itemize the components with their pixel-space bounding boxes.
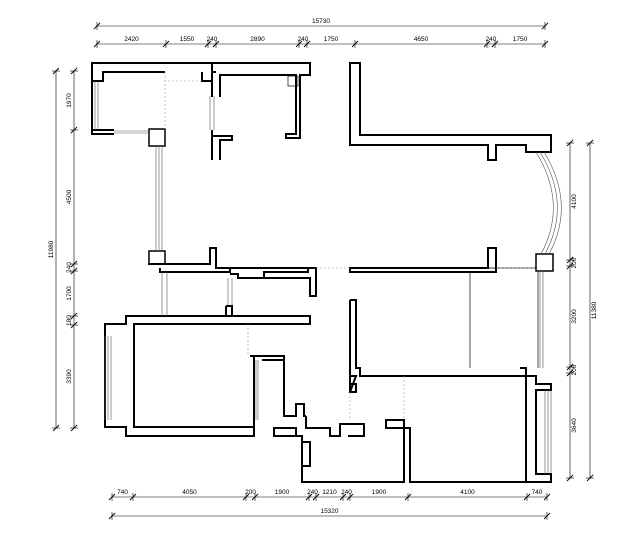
dimension-label: 3390: [66, 369, 73, 384]
dimension-label: 15320: [320, 508, 338, 515]
window-bedroom-left: [104, 336, 112, 420]
wall-balcony-left: [91, 81, 114, 135]
walls: [91, 62, 562, 483]
column-right: [535, 253, 554, 272]
window-left-balcony: [94, 81, 149, 134]
dimension-label: 1970: [66, 93, 73, 108]
wall-bath-outer: [253, 356, 284, 427]
bay-window-arc: [535, 151, 562, 255]
column-left-b: [148, 250, 166, 265]
dimension-label: 1210: [322, 489, 337, 496]
dimension-label: 11980: [48, 240, 55, 258]
window-right-bottom: [544, 390, 552, 474]
dashed-top-left: [164, 72, 202, 129]
dimension-label: 4500: [66, 189, 73, 204]
dimension-label: 4100: [571, 194, 578, 209]
dimension-label: 240: [486, 36, 497, 43]
window-interior: [209, 96, 233, 306]
dashed-center: [247, 267, 536, 420]
dimension-label: 4100: [460, 489, 475, 496]
window-bath: [255, 360, 259, 420]
dimension-label: 240: [307, 489, 318, 496]
dimension-label: 740: [532, 489, 543, 496]
dimension-label: 180: [66, 315, 73, 326]
wall-bedroom2-top: [212, 62, 311, 139]
dimension-label: 240: [66, 262, 73, 273]
wall-bottom-bedroom: [302, 441, 311, 467]
wall-right-bottom: [526, 375, 552, 483]
dimension-label: 2420: [124, 36, 139, 43]
window-lower-left: [161, 272, 168, 316]
dimension-label: 11380: [591, 301, 598, 319]
wall-dining-divider: [348, 299, 527, 393]
dimension-label: 200: [571, 257, 578, 268]
dimension-label: 240: [298, 36, 309, 43]
dimension-label: 1750: [513, 36, 528, 43]
dimension-label: 1550: [180, 36, 195, 43]
wall-center-mid: [215, 264, 317, 297]
wall-bedroom2-stub: [211, 130, 233, 160]
dimension-label: 1900: [275, 489, 290, 496]
wall-bath: [250, 355, 306, 417]
wall-corridor-top: [305, 416, 365, 437]
wall-bedroom-left-inner: [225, 305, 233, 316]
dimension-label: 15730: [312, 18, 330, 25]
dimension-label: 4050: [182, 489, 197, 496]
wall-center-right: [349, 247, 497, 273]
dimension-label: 1750: [324, 36, 339, 43]
dimension-annotations: 15730 2420 1550 240 2890 240 1750 4650 240 1750 74…: [48, 18, 598, 520]
dashed-lines: [164, 72, 536, 420]
wall-bedroom-left: [104, 315, 311, 437]
wall-top-left-room: [91, 62, 165, 82]
wall-living-top: [349, 62, 552, 161]
dimension-label: 740: [117, 489, 128, 496]
wall-top-middle: [165, 62, 216, 97]
dimension-label: 1900: [372, 489, 387, 496]
dimension-label: 200: [571, 364, 578, 375]
dimension-label: 240: [341, 489, 352, 496]
dimension-label: 240: [207, 36, 218, 43]
window-left-vertical: [155, 146, 163, 251]
wall-closet-box: [287, 75, 299, 87]
dimension-label: 4650: [414, 36, 429, 43]
windows: [94, 81, 552, 474]
window-right-mid: [539, 271, 544, 368]
wall-dining-inner: [469, 267, 539, 368]
dimension-label: 3200: [571, 309, 578, 324]
dimension-label: 1700: [66, 286, 73, 301]
dimension-label: 2890: [250, 36, 265, 43]
column-left-a: [148, 128, 166, 147]
dimension-label: 3640: [571, 418, 578, 433]
dimension-label: 200: [245, 489, 256, 496]
